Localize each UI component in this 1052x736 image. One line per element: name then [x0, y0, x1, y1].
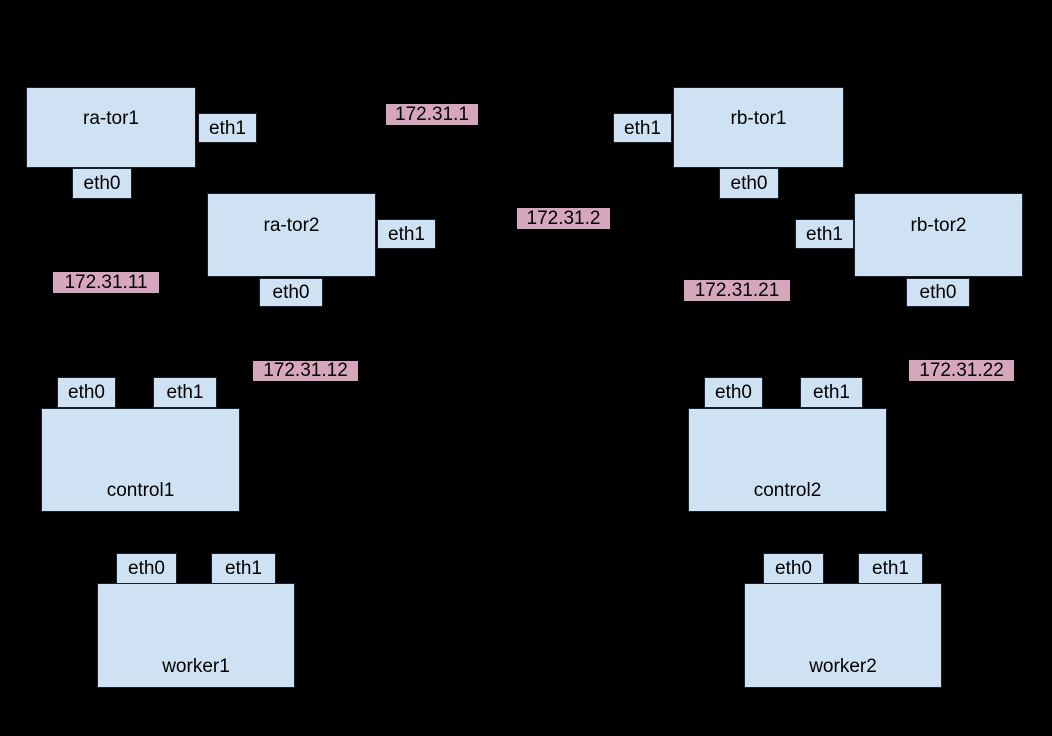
- node-ra-tor2: ra-tor2: [207, 193, 376, 277]
- port-rb-tor1-eth0: eth0: [719, 168, 779, 199]
- port-control1-eth0: eth0: [57, 377, 116, 408]
- node-label: ra-tor1: [83, 108, 139, 129]
- ip-label: 172.31.2: [526, 207, 601, 229]
- port-label: eth0: [128, 558, 165, 579]
- node-rb-tor2: rb-tor2: [854, 193, 1023, 277]
- node-control2: control2: [688, 408, 887, 512]
- ip-badge-172-31-11: 172.31.11: [53, 272, 159, 293]
- port-control2-eth0: eth0: [704, 377, 763, 408]
- ip-label: 172.31.22: [919, 359, 1004, 381]
- port-control2-eth1: eth1: [800, 377, 863, 408]
- port-rb-tor2-eth0: eth0: [906, 278, 970, 307]
- node-worker1: worker1: [97, 583, 295, 688]
- ip-label: 172.31.21: [694, 279, 780, 301]
- node-label: control2: [753, 480, 822, 501]
- port-label: eth1: [166, 382, 204, 403]
- port-label: eth0: [730, 173, 768, 194]
- ip-badge-172-31-22: 172.31.22: [909, 360, 1014, 381]
- port-label: eth1: [872, 558, 909, 579]
- ip-label: 172.31.11: [64, 271, 148, 293]
- node-label: rb-tor1: [730, 108, 787, 129]
- port-label: eth1: [806, 223, 843, 245]
- port-label: eth0: [272, 282, 310, 303]
- port-worker2-eth0: eth0: [763, 553, 824, 584]
- node-label: rb-tor2: [910, 215, 967, 236]
- ip-label: 172.31.1: [395, 103, 469, 125]
- ip-badge-172-31-2: 172.31.2: [517, 208, 610, 229]
- node-label: ra-tor2: [263, 215, 320, 236]
- port-label: eth1: [209, 117, 246, 139]
- port-rb-tor2-eth1: eth1: [795, 219, 854, 249]
- node-label: worker1: [162, 656, 230, 677]
- port-label: eth0: [775, 558, 812, 579]
- port-rb-tor1-eth1: eth1: [613, 113, 672, 143]
- port-label: eth0: [919, 282, 957, 303]
- port-label: eth1: [624, 117, 661, 139]
- port-label: eth0: [715, 382, 752, 403]
- port-ra-tor1-eth1: eth1: [198, 113, 257, 143]
- port-label: eth0: [68, 382, 105, 403]
- port-control1-eth1: eth1: [153, 377, 217, 408]
- port-label: eth1: [225, 558, 262, 579]
- ip-badge-172-31-12: 172.31.12: [253, 361, 358, 381]
- node-label: worker2: [809, 656, 877, 677]
- node-ra-tor1: ra-tor1: [26, 87, 196, 168]
- ip-label: 172.31.12: [263, 360, 348, 381]
- ip-badge-172-31-1: 172.31.1: [386, 104, 478, 125]
- port-label: eth1: [813, 382, 850, 403]
- node-worker2: worker2: [744, 583, 942, 688]
- node-label: control1: [106, 480, 175, 501]
- ip-badge-172-31-21: 172.31.21: [684, 280, 790, 301]
- port-worker2-eth1: eth1: [858, 553, 923, 584]
- port-worker1-eth1: eth1: [211, 553, 276, 584]
- port-ra-tor2-eth1: eth1: [377, 219, 436, 249]
- port-ra-tor2-eth0: eth0: [259, 278, 323, 307]
- node-rb-tor1: rb-tor1: [673, 87, 844, 168]
- port-ra-tor1-eth0: eth0: [72, 168, 132, 199]
- port-label: eth1: [388, 223, 425, 245]
- node-control1: control1: [41, 408, 240, 512]
- port-label: eth0: [83, 173, 121, 194]
- port-worker1-eth0: eth0: [116, 553, 177, 584]
